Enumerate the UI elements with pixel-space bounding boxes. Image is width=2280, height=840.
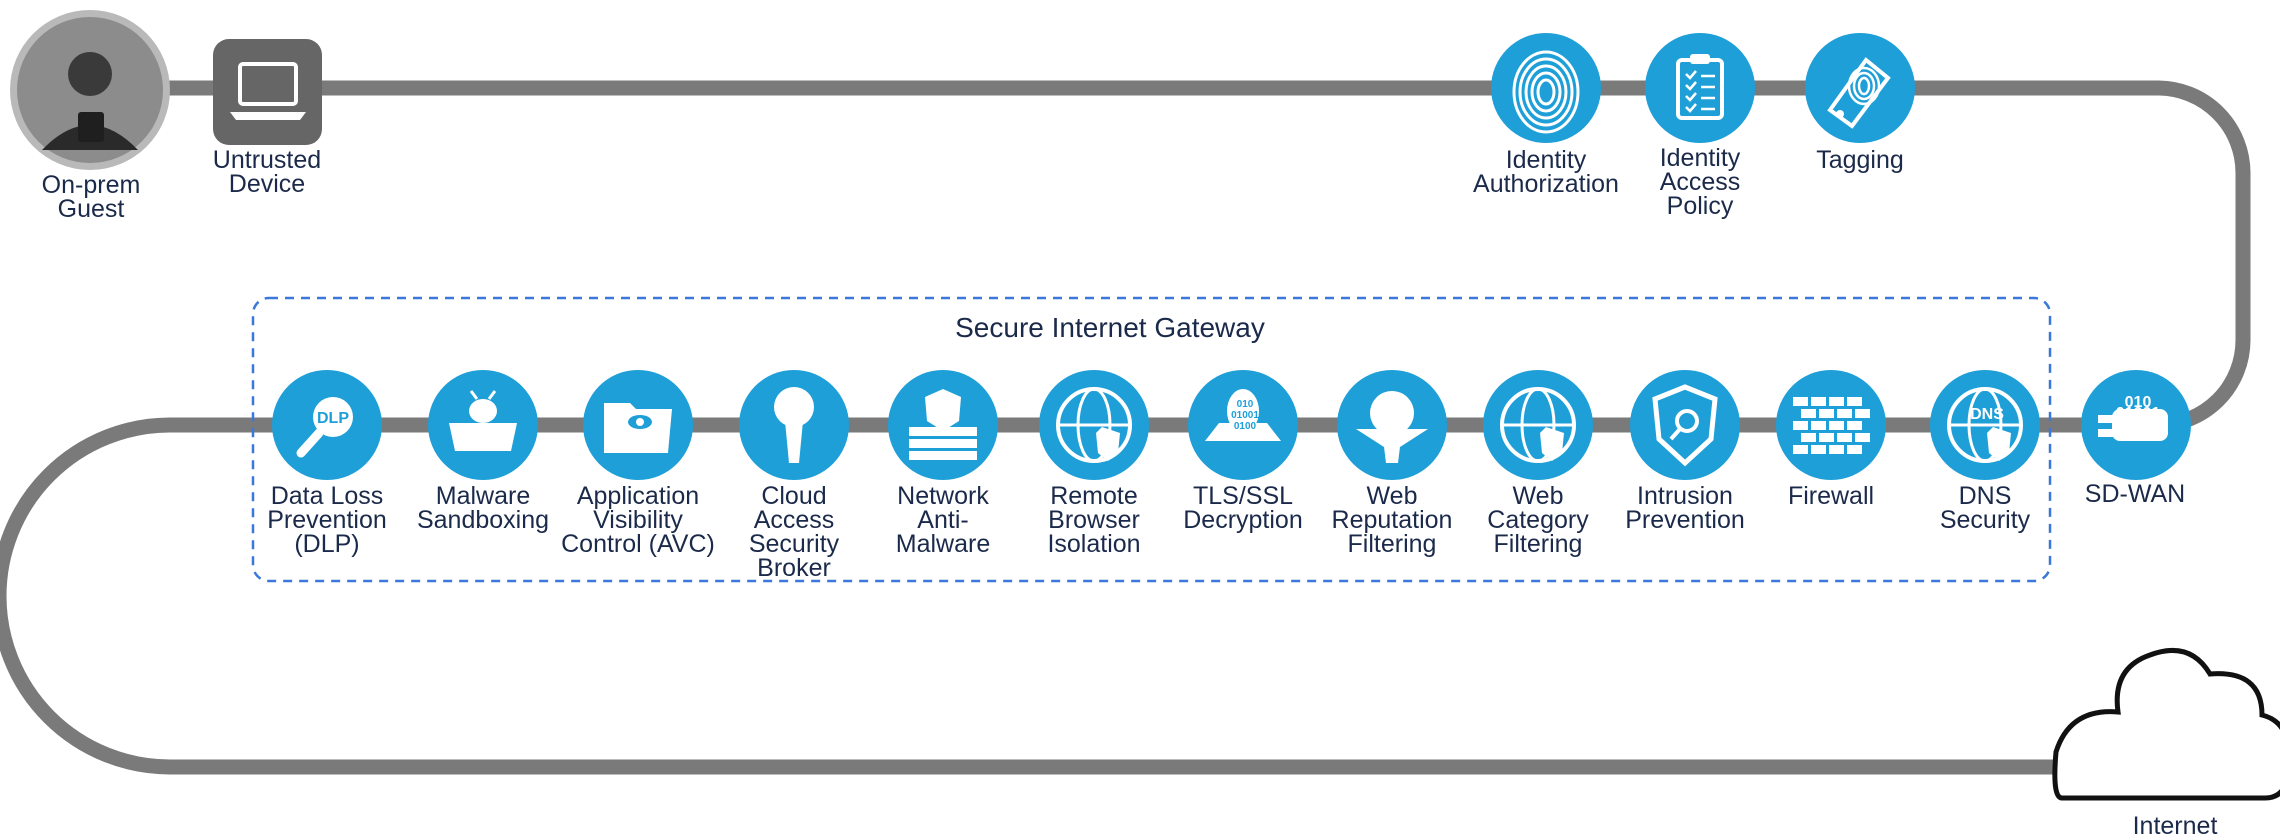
icon-badge-text: 010 [1237,399,1254,410]
tagging-label: Tagging [1816,146,1904,174]
network-anti-malware-node [888,370,998,480]
identity-authorization-node [1491,33,1601,143]
fingerprint-icon [1512,50,1580,134]
node-circle [1645,33,1755,143]
dns-security-node: DNS [1930,370,2040,480]
intrusion-prevention-label: Intrusion Prevention [1625,482,1745,534]
bug-sandbox-icon [449,390,517,451]
icon-badge-text: DLP [317,410,349,427]
application-visibility-control-label: Application Visibility Control (AVC) [561,482,715,558]
traffic-path [0,80,2251,775]
icon-badge-text: 01001 [2116,405,2161,422]
web-category-filtering-label: Web Category Filtering [1487,482,1589,558]
guest-avatar [10,10,170,170]
identity-access-policy-label: Identity Access Policy [1659,144,1741,220]
malware-sandboxing-node [428,370,538,480]
dns-security-label: DNS Security [1939,482,2031,534]
shield-magnifier-icon [1652,384,1718,467]
web-category-filtering-node [1483,370,1593,480]
web-reputation-filtering-node [1337,370,1447,480]
clipboard-checklist-icon [1676,54,1724,120]
laptop-icon [213,39,322,145]
web-reputation-filtering-label: Web Reputation Filtering [1331,482,1453,558]
dns-globe-shield-icon: DNS [1947,387,2023,463]
gateway-boundary [251,296,2052,583]
globe-shield-icon [1056,387,1132,463]
remote-browser-isolation-label: Remote Browser Isolation [1047,482,1141,558]
icon-badge-text: 01001 [1231,410,1259,421]
tagging-node [1805,33,1915,143]
device-label: Untrusted Device [212,146,322,198]
icon-badge-text: 010 [2125,394,2152,411]
firewall-label: Firewall [1787,482,1875,510]
cloud-icon [2052,647,2280,801]
icon-badge-text: DNS [1970,406,2004,423]
cloud-access-security-broker-label: Cloud Access Security Broker [748,482,840,582]
application-visibility-control-node: App [583,370,693,480]
icon-badge-text: 0100 [1234,421,1257,432]
firewall-node [1776,370,1886,480]
fingerprint-tag-icon [1827,57,1891,129]
malware-sandboxing-label: Malware Sandboxing [416,482,550,534]
internet-label: Internet [2132,812,2218,840]
globe-funnel-icon [1356,391,1428,463]
gateway-title: Secure Internet Gateway [955,312,1265,343]
brick-wall-icon [1793,397,1870,454]
identity-access-policy-node [1645,33,1755,143]
dlp-magnifier-icon: DLP [296,397,353,458]
keyhole-shield-icon [774,387,814,463]
cloud-access-security-broker-node [739,370,849,480]
remote-browser-isolation-node [1039,370,1149,480]
guest-label: On-prem Guest [41,171,141,223]
sdwan-label: SD-WAN [2084,480,2186,508]
shield-wall-icon [909,389,977,460]
identity-authorization-label: Identity Authorization [1473,146,1619,198]
globe-shield-icon [1500,387,1576,463]
app-folder-eye-icon: App [604,403,672,453]
data-loss-prevention-node: DLP [272,370,382,480]
intrusion-prevention-node [1630,370,1740,480]
network-anti-malware-label: Network Anti- Malware [895,482,991,558]
tls-ssl-decryption-label: TLS/SSL Decryption [1183,482,1303,534]
icon-badge-text: 0100 [2120,416,2156,433]
data-loss-prevention-label: Data Loss Prevention (DLP) [267,482,387,558]
icon-badge-text: App [624,434,655,451]
